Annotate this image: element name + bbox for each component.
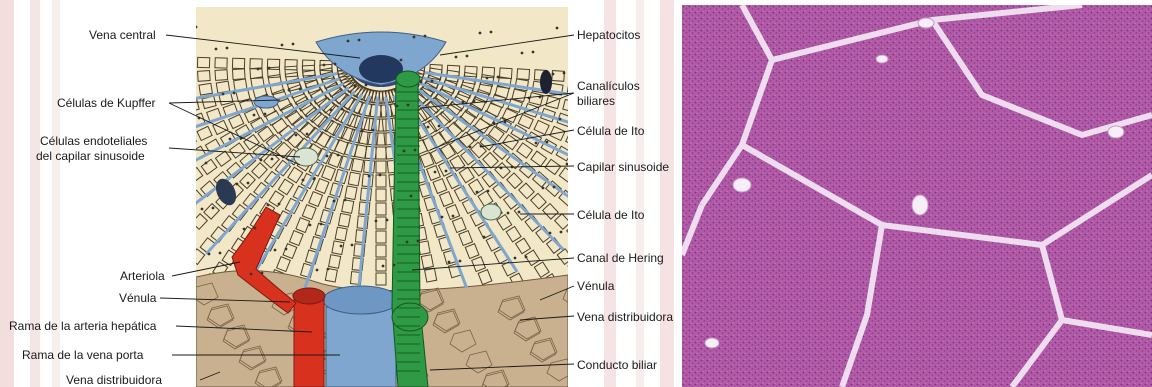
kupffer-cell <box>254 96 278 108</box>
label-celulas-kupffer: Células de Kupffer <box>57 96 156 110</box>
portal-vein-branch <box>326 307 396 387</box>
portal-vein-opening <box>323 286 399 314</box>
label-canaliculos-1: Canalículos <box>577 79 640 93</box>
hepatic-artery-branch <box>294 299 324 387</box>
ito-cell <box>481 204 501 220</box>
label-rama-arteria-hepatica: Rama de la arteria hepática <box>9 319 156 333</box>
label-celulas-endoteliales-2: del capilar sinusoide <box>36 149 145 163</box>
histology-micrograph <box>682 5 1152 387</box>
label-celula-ito-1: Célula de Ito <box>577 124 644 138</box>
label-vena-central: Vena central <box>89 28 156 42</box>
label-celula-ito-2: Célula de Ito <box>577 208 644 222</box>
liver-lobule-illustration <box>196 7 568 387</box>
label-venula-right: Vénula <box>577 279 614 293</box>
label-arteriola: Arteriola <box>120 269 165 283</box>
label-canal-hering: Canal de Hering <box>577 251 664 265</box>
bile-duct-top <box>396 71 420 87</box>
label-vena-distribuidora-right: Vena distribuidora <box>577 310 673 324</box>
label-rama-vena-porta: Rama de la vena porta <box>22 348 143 362</box>
label-conducto-biliar: Conducto biliar <box>577 358 657 372</box>
label-canaliculos-2: biliares <box>577 94 615 108</box>
label-vena-distribuidora-left: Vena distribuidora <box>66 373 162 387</box>
label-hepatocitos: Hepatocitos <box>577 28 640 42</box>
endothelial-cell <box>294 148 318 166</box>
hepatic-artery-opening <box>293 288 325 304</box>
label-venula-left: Vénula <box>119 291 156 305</box>
label-celulas-endoteliales-1: Células endoteliales <box>40 134 147 148</box>
label-capilar-sinusoide: Capilar sinusoide <box>577 160 669 174</box>
ito-cell-dark <box>540 70 552 94</box>
